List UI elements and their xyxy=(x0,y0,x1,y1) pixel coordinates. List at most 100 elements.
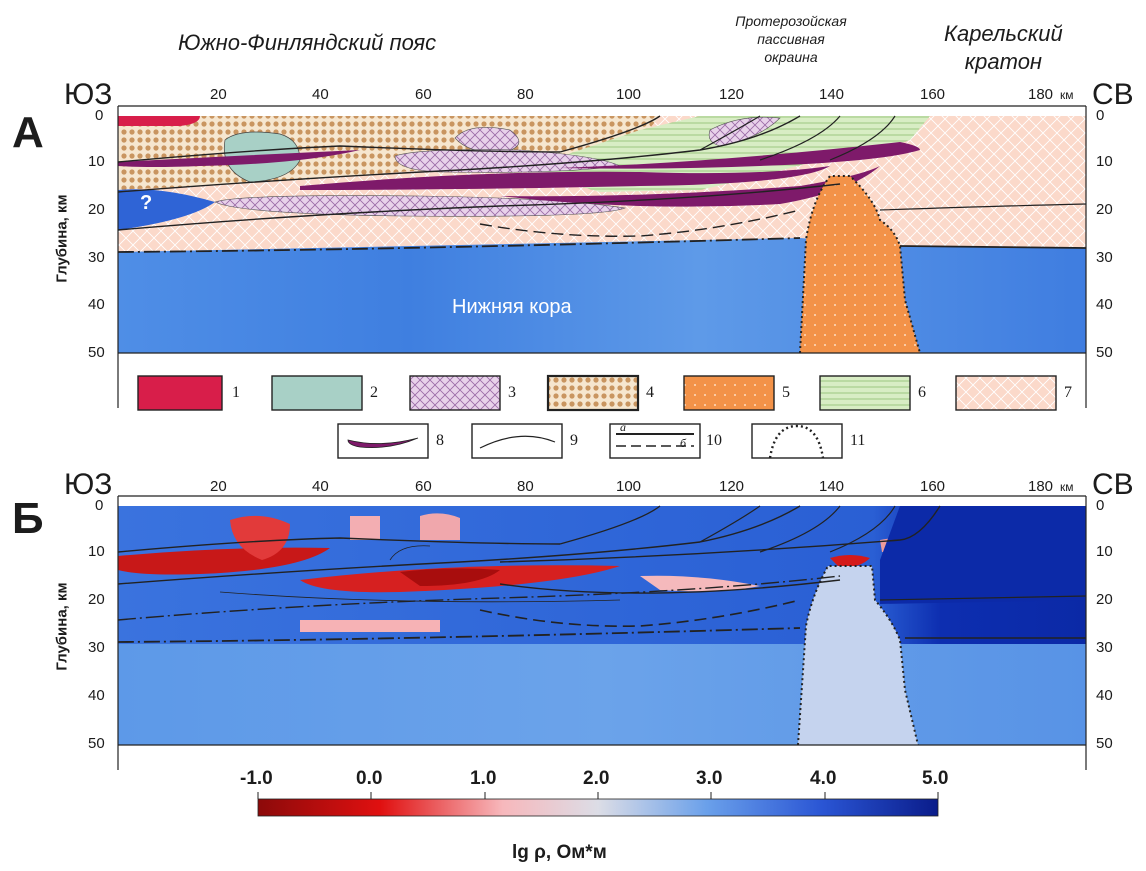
unit-3-body-d xyxy=(708,116,781,147)
column-outline xyxy=(797,565,919,746)
region-mid-line-2: пассивная xyxy=(757,31,825,47)
anomaly-5 xyxy=(300,620,440,632)
b-ytick-30-l: 30 xyxy=(88,639,105,656)
fault-line-6 xyxy=(829,115,896,161)
b-xtick-60: 60 xyxy=(415,478,432,495)
region-label-karelian-craton: Карельский кратон xyxy=(944,20,1063,76)
a-x-unit: км xyxy=(1060,88,1074,102)
b-ytick-50-r: 50 xyxy=(1096,735,1113,752)
a-ytick-20-l: 20 xyxy=(88,201,105,218)
legend-10-sub-b: б xyxy=(680,436,687,450)
legend-num-10: 10 xyxy=(706,432,722,449)
a-ytick-50-l: 50 xyxy=(88,344,105,361)
colorbar-label-4: 4.0 xyxy=(810,768,837,789)
unit-8-lens-3 xyxy=(500,166,880,207)
a-xtick-180: 180 xyxy=(1028,86,1054,103)
b-craton-boundary xyxy=(879,595,1087,601)
craton-resistive-block xyxy=(880,506,1086,604)
legend-num-3: 3 xyxy=(508,384,516,401)
a-ytick-40-r: 40 xyxy=(1096,296,1113,313)
legend-10-sub-a: а xyxy=(620,420,626,434)
b-ytick-10-l: 10 xyxy=(88,543,105,560)
b-moho-line-a xyxy=(117,627,801,643)
b-ytick-20-l: 20 xyxy=(88,591,105,608)
b-thin-outline-1 xyxy=(219,591,621,603)
panel-a-plot xyxy=(117,115,1087,354)
b-xtick-80: 80 xyxy=(517,478,534,495)
legend-swatch-2 xyxy=(271,375,363,411)
legend-swatch-3 xyxy=(409,375,501,411)
region-right-line-1: Карельский xyxy=(944,21,1063,46)
dashed-boundary-a xyxy=(479,209,801,237)
legend-symbol-9 xyxy=(479,435,556,449)
legend-swatch-11 xyxy=(751,423,843,459)
b-dashed-line-2 xyxy=(479,599,801,627)
legend-symbol-8 xyxy=(347,437,419,448)
a-xtick-120: 120 xyxy=(719,86,745,103)
panel-a-letter: А xyxy=(12,108,44,157)
colorbar-title: lg ρ, Ом*м xyxy=(512,842,607,863)
b-ytick-20-r: 20 xyxy=(1096,591,1113,608)
a-ytick-50-r: 50 xyxy=(1096,344,1113,361)
colorbar-label-5: 5.0 xyxy=(922,768,949,789)
a-ytick-30-r: 30 xyxy=(1096,249,1113,266)
anomaly-7 xyxy=(420,513,460,540)
panel-b-axes xyxy=(117,495,1087,770)
b-fault-line-2 xyxy=(117,505,801,585)
legend-swatch-10 xyxy=(609,423,701,459)
region-mid-line-3: окраина xyxy=(764,49,818,65)
b-ytick-50-l: 50 xyxy=(88,735,105,752)
region-mid-line-1: Протерозойская xyxy=(735,13,847,29)
a-ytick-10-l: 10 xyxy=(88,153,105,170)
unknown-body xyxy=(118,189,215,230)
b-thin-outline-2 xyxy=(389,545,431,561)
b-ytick-0-r: 0 xyxy=(1096,497,1105,514)
a-xtick-80: 80 xyxy=(517,86,534,103)
colorbar-label-3: 3.0 xyxy=(696,768,723,789)
b-fault-line-6 xyxy=(829,505,896,553)
b-xtick-160: 160 xyxy=(920,478,946,495)
panel-b-plot xyxy=(117,505,1087,746)
legend-num-8: 8 xyxy=(436,432,444,449)
a-xtick-140: 140 xyxy=(819,86,845,103)
b-fault-line-1 xyxy=(117,537,561,553)
fault-line-4 xyxy=(699,115,761,151)
b-ytick-40-l: 40 xyxy=(88,687,105,704)
anomaly-4 xyxy=(400,568,500,586)
region-right-line-2: кратон xyxy=(964,49,1043,74)
fault-line-1 xyxy=(117,145,561,163)
legend-swatch-5 xyxy=(683,375,775,411)
legend-symbol-11 xyxy=(768,424,825,459)
a-ytick-0-l: 0 xyxy=(95,107,104,124)
moho-line-b xyxy=(899,245,1087,249)
legend-num-6: 6 xyxy=(918,384,926,401)
colorbar-label-neg1: -1.0 xyxy=(240,768,273,789)
legend-num-7: 7 xyxy=(1064,384,1072,401)
anomaly-8 xyxy=(640,575,760,592)
fault-line-3 xyxy=(559,115,661,153)
fault-line-7 xyxy=(117,183,841,231)
legend-swatch-7 xyxy=(955,375,1057,411)
legend-num-1: 1 xyxy=(232,384,240,401)
b-fault-line-8 xyxy=(499,579,841,594)
b-ytick-30-r: 30 xyxy=(1096,639,1113,656)
a-ytick-30-l: 30 xyxy=(88,249,105,266)
b-x-unit: км xyxy=(1060,480,1074,494)
legend-swatch-6 xyxy=(819,375,911,411)
craton-boundary xyxy=(879,203,1087,211)
a-xtick-60: 60 xyxy=(415,86,432,103)
light-column xyxy=(798,566,918,745)
b-ytick-40-r: 40 xyxy=(1096,687,1113,704)
panel-b-dir-ne: СВ xyxy=(1092,468,1134,501)
panel-a-axes xyxy=(117,105,1087,408)
fault-line-5 xyxy=(759,115,841,161)
legend-num-2: 2 xyxy=(370,384,378,401)
question-mark: ? xyxy=(140,192,153,214)
unit-8-lens-2 xyxy=(300,166,830,190)
colorbar-label-0: 0.0 xyxy=(356,768,383,789)
b-fault-line-5 xyxy=(759,505,841,553)
b-xtick-180: 180 xyxy=(1028,478,1054,495)
